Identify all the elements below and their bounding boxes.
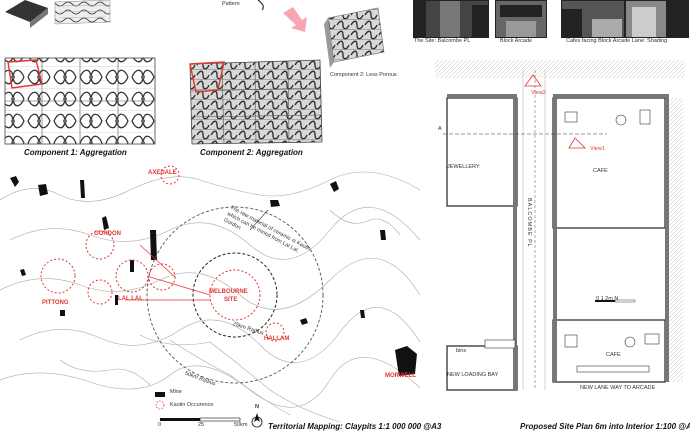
tile-3d-illustration: [5, 0, 111, 28]
cafe-furniture: [564, 109, 660, 373]
view-markers: [524, 74, 586, 149]
components-panel: [4, 0, 385, 145]
block-arcade-caption: Block Arcade: [500, 38, 533, 44]
legend-mine-swatch: [155, 392, 165, 397]
mine-blobs: [10, 176, 417, 376]
place-label-axedale: AXEDALE: [148, 170, 177, 176]
plan-label-cafe-top: CAFE: [593, 168, 608, 174]
legend-kaolin-swatch: [155, 400, 165, 410]
map-contours: [0, 171, 421, 423]
scale-25-label: 25: [198, 422, 205, 428]
plan-label-lane: NEW LANE WAY TO ARCADE: [580, 385, 656, 391]
place-label-lal-lal: LAL LAL: [118, 296, 143, 302]
block-arcade-photo: [495, 0, 547, 38]
plan-label-bins: bins: [456, 348, 467, 354]
cafes-photo-1: [561, 0, 625, 38]
territorial-map: [0, 165, 421, 428]
place-label-site: SITE: [224, 297, 238, 303]
plan-label-loading-bay: NEW LOADING BAY: [447, 372, 499, 378]
component2-3d-sheet: [324, 7, 385, 68]
plan-label-view1: View1: [590, 146, 605, 152]
component1-aggregation-grid: [4, 57, 156, 145]
plan-label-cafe-bottom: CAFE: [606, 352, 621, 358]
plan-caption: Proposed Site Plan 6m into Interior 1:10…: [520, 422, 690, 431]
cafes-photo-2: [625, 0, 689, 38]
north-arrow-icon: [251, 413, 263, 428]
site-photo: [413, 0, 489, 38]
inner-radius-circle: [192, 252, 278, 338]
place-label-morwell: MORWELL: [385, 373, 416, 379]
place-label-hallam: HALLAM: [264, 336, 290, 342]
cafes-caption: Cafes facing Block Arcade Lane: Shading: [566, 38, 668, 44]
plan-hatch-top: [435, 60, 685, 78]
component2-caption: Component 2: Aggregation: [200, 148, 303, 157]
component1-caption: Component 1: Aggregation: [24, 148, 127, 157]
legend-kaolin-label: Kaolin Occurence: [170, 402, 214, 408]
plan-thick-walls: [447, 94, 669, 390]
plan-scale-text: 0 1 2m N: [596, 296, 619, 302]
place-circles: [40, 165, 285, 342]
bins-area: [484, 339, 516, 349]
map-scale-bar: [160, 417, 241, 422]
site-photo-caption: The Site: Balcombe PL: [414, 38, 471, 44]
north-label: N: [255, 404, 259, 410]
arrow-icon: [283, 7, 307, 32]
plan-label-street: BALCOMBE PL: [526, 198, 532, 248]
plan-scale-bar: [595, 299, 636, 303]
plan-label-jewellery: JEWELLERY: [447, 164, 480, 170]
place-label-melbourne: MELBOURNE: [209, 289, 248, 295]
plan-label-section-a: A: [438, 126, 442, 132]
site-plan: [435, 60, 685, 391]
plan-hatch-right: [669, 98, 683, 382]
pattern-arc: [257, 0, 264, 11]
scale-0-label: 0: [158, 422, 162, 428]
map-caption: Territorial Mapping: Claypits 1:1 000 00…: [268, 422, 442, 431]
plan-label-view2: View2: [531, 90, 546, 96]
street-kerbs: [522, 70, 546, 390]
scale-50-label: 50km: [234, 422, 248, 428]
place-connectors: [125, 244, 211, 301]
place-label-gordon: GORDON: [94, 231, 121, 237]
place-label-pittong: PITTONG: [42, 300, 69, 306]
note-leader: [249, 209, 269, 231]
pattern-label: Pattern: [222, 1, 240, 7]
outer-radius-circle: [146, 206, 324, 384]
component2-less-porous-label: Component 2: Less Porous: [330, 72, 397, 78]
component2-aggregation-grid: [189, 59, 323, 145]
legend-mine-label: Mine: [170, 389, 182, 395]
